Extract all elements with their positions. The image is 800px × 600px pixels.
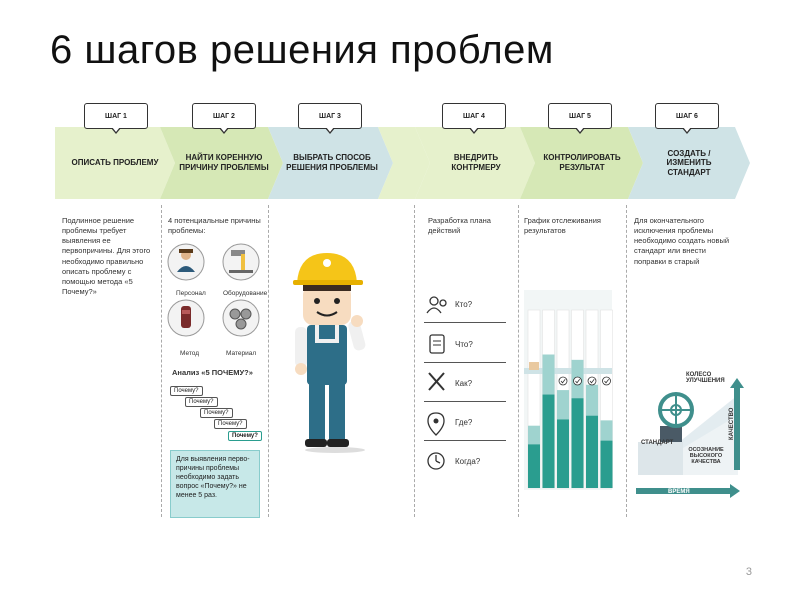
column-divider-2	[268, 205, 269, 517]
location-pin-icon	[427, 412, 445, 436]
bar-dark-3	[557, 419, 569, 488]
step-label-4: ВНЕДРИТЬ КОНТРМЕРУ	[451, 153, 501, 172]
tracking-chart	[524, 290, 613, 490]
chevron-step-1	[55, 127, 175, 199]
check-mark-6	[604, 378, 610, 384]
five-why-analysis-label: Анализ «5 ПОЧЕМУ?»	[172, 368, 253, 377]
step-badge-2: ШАГ 2	[192, 103, 256, 134]
col5-description: График отслеживания результатов	[524, 216, 601, 236]
material-icon	[222, 299, 260, 337]
wheel-icon	[658, 392, 694, 428]
awareness-label: ОСОЗНАНИЕ ВЫСОКОГО КАЧЕСТВА	[688, 447, 724, 465]
why-bubble-5: Почему?	[228, 431, 262, 441]
chevron-step-2	[160, 127, 283, 199]
helmet-icon	[297, 253, 357, 283]
why-bubble-2: Почему?	[185, 397, 218, 407]
step-badge-5: ШАГ 5	[548, 103, 612, 134]
question-line-2	[424, 362, 506, 363]
wedge-block	[660, 426, 682, 442]
quality-arrow-icon	[730, 378, 744, 470]
bar-dark-4	[571, 398, 584, 488]
col1-description: Подлинное решение проблемы требует выявл…	[62, 216, 151, 296]
column-divider-3	[414, 205, 415, 517]
page-title: 6 шагов решения проблем	[50, 28, 554, 72]
bar-dark-5	[586, 415, 598, 488]
cause-method-label: Метод	[180, 350, 200, 357]
step-badge-1: ШАГ 1	[84, 103, 148, 134]
col4-description: Разработка плана действий	[428, 216, 491, 236]
five-why-note: Для выявления перво-причины проблемы нео…	[170, 450, 260, 518]
cause-icons	[167, 243, 260, 337]
target-band	[524, 368, 612, 374]
question-icons	[426, 296, 447, 470]
step-label-6: СОЗДАТЬ / ИЗМЕНИТЬ СТАНДАРТ	[666, 148, 712, 177]
question-who: Кто?	[455, 300, 473, 309]
column-divider-1	[161, 205, 162, 517]
chevron-step-3	[268, 127, 393, 199]
question-where: Где?	[455, 418, 473, 427]
step-label-2: НАЙТИ КОРЕННУЮ ПРИЧИНУ ПРОБЛЕМЫ	[179, 153, 269, 172]
personnel-icon	[167, 243, 205, 281]
column-divider-5	[626, 205, 627, 517]
cause-material-label: Материал	[226, 350, 257, 357]
check-icon-6	[602, 376, 611, 386]
column-divider-4	[518, 205, 519, 517]
page-number: 3	[745, 566, 752, 578]
question-how: Как?	[455, 379, 473, 388]
chevron-gap	[378, 127, 430, 199]
chart-marker	[529, 362, 539, 370]
why-bubble-4: Почему?	[214, 419, 247, 429]
clipboard-icon	[429, 334, 445, 354]
chevron-step-5	[520, 127, 643, 199]
why-bubble-3: Почему?	[200, 408, 233, 418]
question-line-3	[424, 401, 506, 402]
cause-personnel-label: Персонал	[176, 290, 206, 297]
col2-intro: 4 потенциальные причины проблемы:	[168, 216, 261, 236]
question-what: Что?	[455, 340, 473, 349]
cause-equipment-label: Оборудование	[223, 290, 268, 297]
why-bubble-1: Почему?	[170, 386, 203, 396]
chevron-step-6	[628, 127, 750, 199]
step-label-1: ОПИСАТЬ ПРОБЛЕМУ	[71, 158, 159, 168]
check-icon-5	[587, 376, 597, 386]
check-icon-3	[558, 376, 568, 386]
question-when: Когда?	[455, 457, 481, 466]
step-label-5: КОНТРОЛИРОВАТЬ РЕЗУЛЬТАТ	[543, 153, 621, 172]
users-icon	[426, 296, 447, 314]
check-mark-5	[589, 378, 595, 384]
tools-icon	[428, 372, 445, 391]
chevron-step-4	[415, 127, 535, 199]
clock-icon	[427, 452, 445, 470]
time-arrow-icon	[636, 484, 740, 498]
question-line-4	[424, 440, 506, 441]
improvement-wheel-diagram	[636, 378, 744, 498]
time-axis-label: ВРЕМЯ	[668, 489, 690, 495]
worker-illustration	[293, 253, 366, 453]
step-badge-6: ШАГ 6	[655, 103, 719, 134]
bar-dark-6	[600, 440, 613, 488]
question-line-1	[424, 322, 506, 323]
check-mark-3	[560, 378, 566, 384]
step-badge-3: ШАГ 3	[298, 103, 362, 134]
check-mark-4	[575, 378, 581, 384]
improvement-wheel-label: КОЛЕСО УЛУЧШЕНИЯ	[686, 372, 725, 384]
bar-dark-1	[528, 444, 540, 488]
quality-axis-label: КАЧЕСТВО	[729, 407, 735, 440]
step-label-3: ВЫБРАТЬ СПОСОБ РЕШЕНИЯ ПРОБЛЕМЫ	[286, 153, 378, 172]
check-icon-4	[573, 376, 582, 386]
bar-dark-2	[542, 394, 555, 488]
col6-description: Для окончательного исключения проблемы н…	[634, 216, 730, 266]
step-badge-4: ШАГ 4	[442, 103, 506, 134]
standard-label: СТАНДАРТ	[641, 440, 674, 446]
